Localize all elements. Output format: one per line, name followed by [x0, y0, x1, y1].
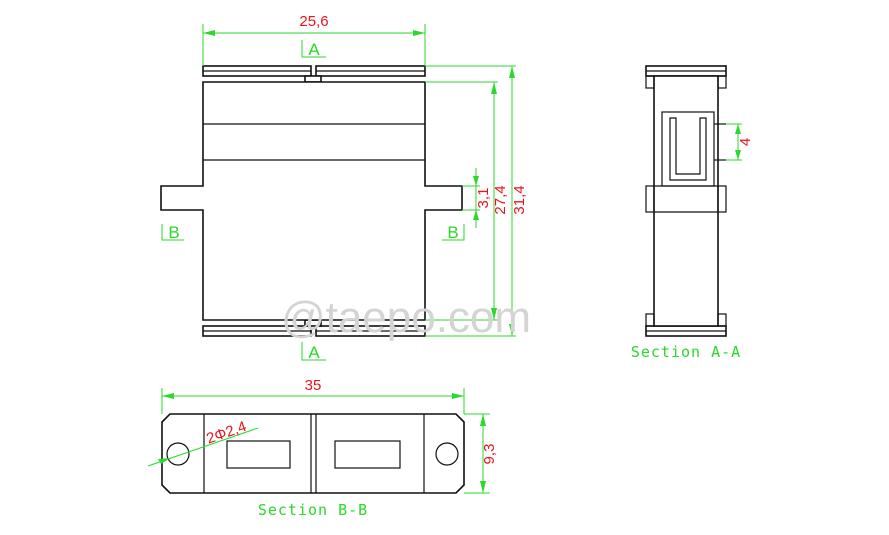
dim-height-total-label: 31,4 — [511, 185, 528, 214]
section-bb-label: Section B-B — [258, 501, 368, 519]
dim-height-mid-label: 27,4 — [492, 185, 509, 214]
dim-vertical-front: 3,1 27,4 31,4 — [425, 65, 528, 337]
section-aa-label: Section A-A — [631, 343, 741, 361]
dim-width-bottom-label: 35 — [305, 377, 322, 394]
bottom-outline — [161, 413, 465, 494]
mount-hole-left — [166, 442, 190, 466]
dim-width-bottom: 35 — [161, 377, 465, 414]
svg-text:A: A — [308, 40, 320, 59]
dim-width-top: 25,6 — [202, 13, 426, 66]
section-marker-a-bottom: A — [301, 342, 326, 362]
mount-hole-right — [435, 442, 459, 466]
side-view — [645, 65, 727, 337]
svg-text:A: A — [308, 343, 320, 362]
dim-side-depth: 4 — [726, 123, 754, 161]
svg-text:B: B — [168, 223, 179, 242]
side-latch-clip — [669, 117, 707, 181]
section-marker-b-left: B — [161, 223, 184, 242]
section-marker-a-top: A — [301, 40, 326, 59]
dim-depth-bottom: 9,3 — [464, 413, 498, 494]
svg-text:B: B — [447, 223, 458, 242]
watermark: @taepo.com — [281, 293, 531, 342]
section-marker-b-right: B — [442, 223, 465, 242]
dim-height-small-label: 3,1 — [475, 188, 492, 209]
front-view — [160, 65, 463, 337]
dim-side-depth-label: 4 — [737, 138, 754, 146]
bottom-view — [161, 413, 465, 494]
dim-depth-bottom-label: 9,3 — [481, 444, 498, 465]
dim-width-top-label: 25,6 — [299, 13, 328, 30]
port-left — [226, 440, 291, 469]
side-main-body — [653, 75, 719, 327]
front-main-body — [160, 81, 463, 321]
port-right — [334, 440, 401, 469]
front-top-notch — [304, 75, 322, 83]
